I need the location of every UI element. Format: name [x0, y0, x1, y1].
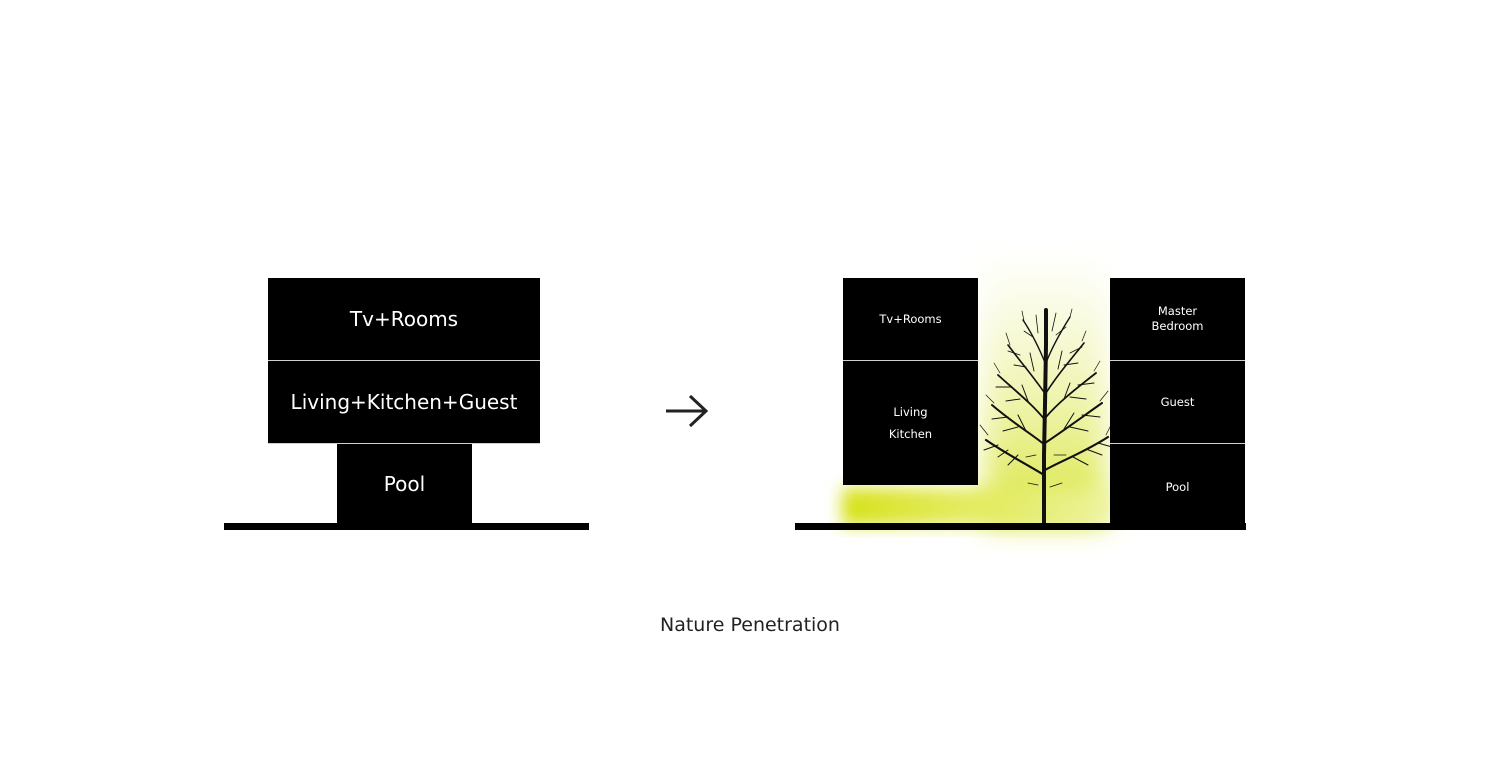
- right-block-kitchen-label: Kitchen: [888, 427, 933, 441]
- left-block-pool-label: Pool: [383, 472, 426, 496]
- right-right-divider-1: [1110, 360, 1245, 361]
- right-block-tv-rooms: Tv+Rooms: [843, 278, 978, 360]
- right-block-pool-label: Pool: [1165, 479, 1190, 494]
- diagram-caption: Nature Penetration: [660, 614, 840, 636]
- arrow-right-icon: [666, 394, 709, 428]
- right-right-divider-2: [1110, 443, 1245, 444]
- left-block-tv-rooms-label: Tv+Rooms: [349, 307, 459, 331]
- right-block-guest-label: Guest: [1160, 394, 1195, 409]
- right-block-bedroom-label: Bedroom: [1151, 319, 1204, 333]
- right-block-pool: Pool: [1110, 444, 1245, 530]
- right-block-guest: Guest: [1110, 361, 1245, 443]
- left-block-living-kitchen-guest-label: Living+Kitchen+Guest: [290, 390, 518, 414]
- left-block-pool: Pool: [337, 444, 472, 524]
- right-block-living-kitchen: Living Kitchen: [843, 361, 978, 485]
- right-block-master-label: Master: [1157, 304, 1198, 319]
- tree-icon: [979, 308, 1113, 527]
- right-block-tv-rooms-label: Tv+Rooms: [879, 311, 942, 326]
- left-block-tv-rooms: Tv+Rooms: [268, 278, 540, 360]
- left-block-living-kitchen-guest: Living+Kitchen+Guest: [268, 361, 540, 443]
- left-divider-2: [268, 443, 540, 444]
- right-ground-line: [795, 523, 1246, 530]
- left-ground-line: [224, 523, 589, 530]
- right-block-living-label: Living: [893, 404, 928, 419]
- left-divider-1: [268, 360, 540, 361]
- right-left-divider: [843, 360, 978, 361]
- right-block-master-bedroom: Master Bedroom: [1110, 278, 1245, 360]
